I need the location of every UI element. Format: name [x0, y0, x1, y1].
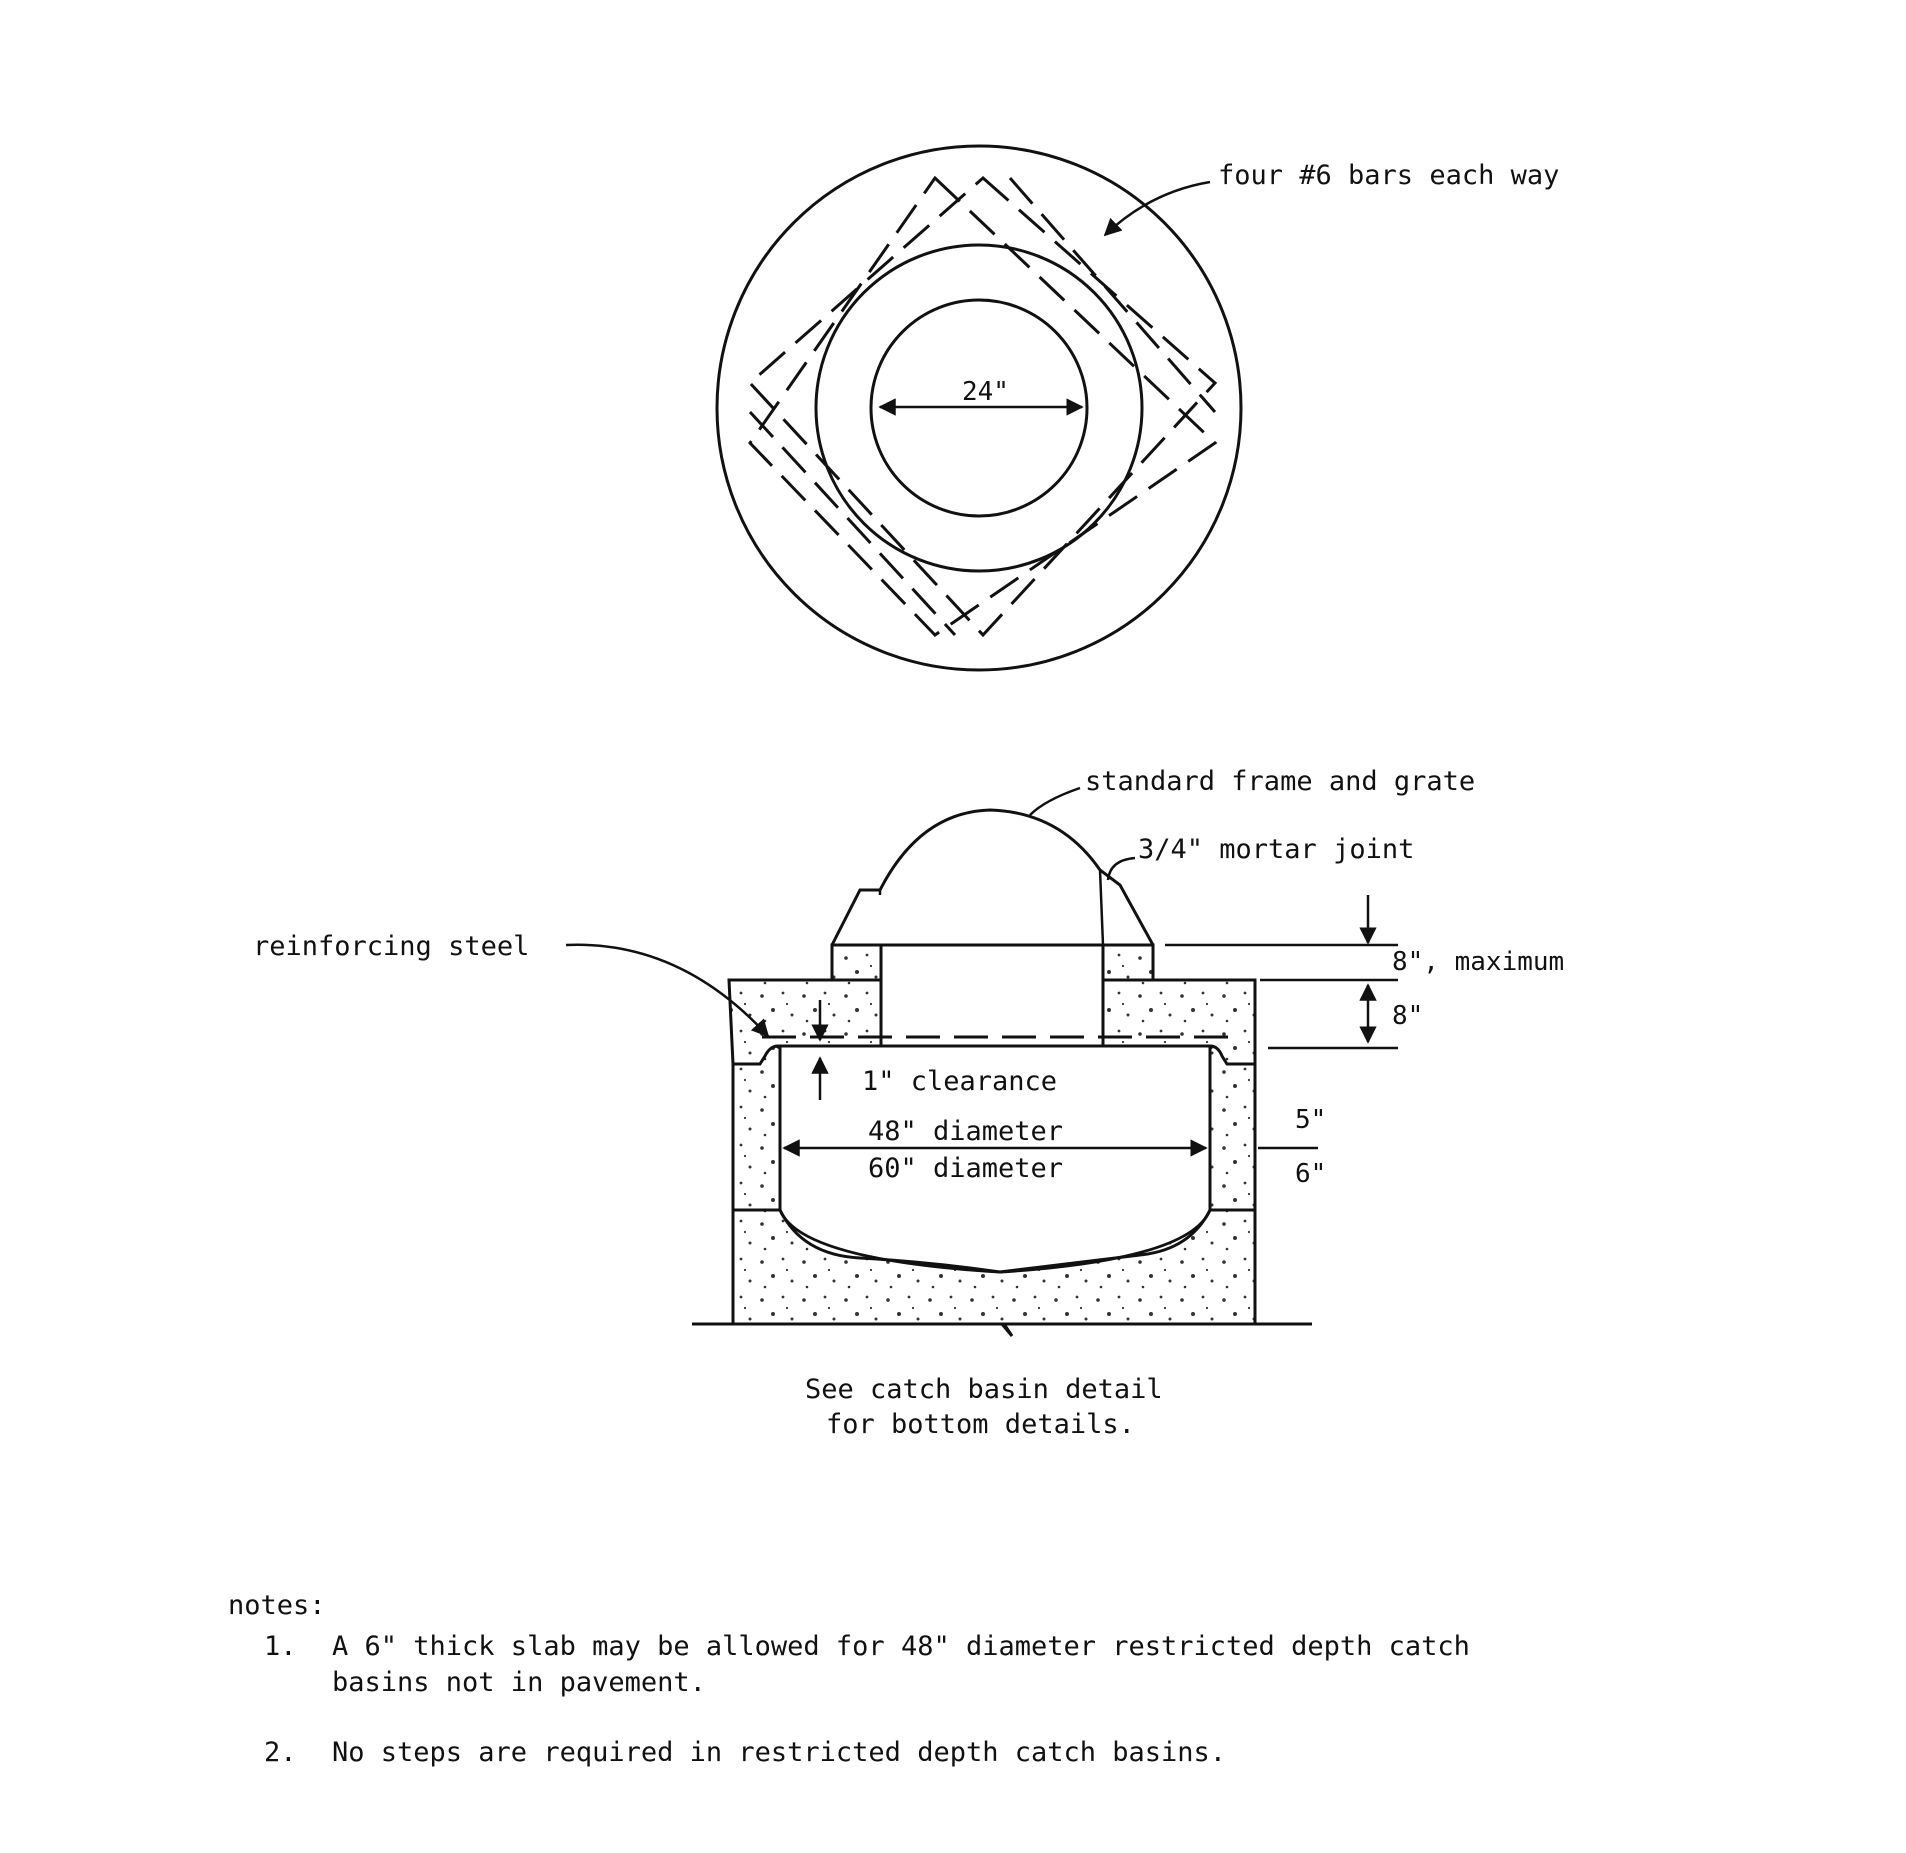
opening-dimension-label: 24": [962, 377, 1009, 407]
mortar-label: 3/4" mortar joint: [1138, 834, 1414, 865]
frame-seat-left: [830, 943, 883, 982]
outer-slab-circle: [715, 144, 1243, 672]
base-slab: [731, 1208, 1257, 1326]
mortar-leader: [1106, 856, 1136, 881]
caption-line-1: See catch basin detail: [805, 1374, 1163, 1405]
caption-line-2: for bottom details.: [826, 1409, 1135, 1440]
note-text: No steps are required in restricted dept…: [332, 1737, 1227, 1768]
inner-diameter-label: 48" diameter: [868, 1116, 1063, 1147]
inner-basin-outline: [778, 1048, 1212, 1210]
note-number: 1.: [264, 1631, 297, 1662]
rough-bottom: [778, 1209, 1212, 1274]
note-number: 2.: [264, 1737, 297, 1768]
note-item: 1. A 6" thick slab may be allowed for 48…: [264, 1629, 1628, 1701]
notes-heading: notes:: [228, 1590, 326, 1621]
frame-seat-right: [1101, 943, 1155, 982]
top-slab-left: [727, 978, 883, 1066]
dim-wall-b-label: 6": [1295, 1159, 1326, 1189]
frame-and-grate: [830, 808, 1155, 946]
grate-opening-circle: [869, 298, 1089, 518]
note-item: 2. No steps are required in restricted d…: [264, 1735, 1628, 1771]
dim-wall-a-label: 5": [1295, 1105, 1326, 1135]
basin-wall-circle: [814, 243, 1144, 573]
steel-label: reinforcing steel: [253, 931, 529, 962]
outer-diameter-label: 60" diameter: [868, 1153, 1063, 1184]
frame-label: standard frame and grate: [1085, 766, 1475, 797]
top-slab-right: [1101, 978, 1257, 1066]
plan-view: 24" four #6 bars each way: [715, 144, 1559, 672]
reinforcing-bars: [747, 175, 1218, 638]
bars-label: four #6 bars each way: [1218, 160, 1559, 191]
bars-leader: [1103, 180, 1211, 237]
dim-max-label: 8", maximum: [1392, 947, 1564, 977]
dim-slab-label: 8": [1392, 1001, 1423, 1031]
frame-leader: [1029, 786, 1081, 816]
notes-section: notes: 1. A 6" thick slab may be allowed…: [228, 1590, 1628, 1771]
steel-leader: [565, 943, 770, 1038]
section-view: 8", maximum 8" 5" 6" 1" clearance 48" di…: [253, 766, 1564, 1440]
note-text: A 6" thick slab may be allowed for 48" d…: [332, 1631, 1470, 1698]
grate-opening: [879, 943, 1105, 1048]
clearance-label: 1" clearance: [862, 1066, 1057, 1097]
